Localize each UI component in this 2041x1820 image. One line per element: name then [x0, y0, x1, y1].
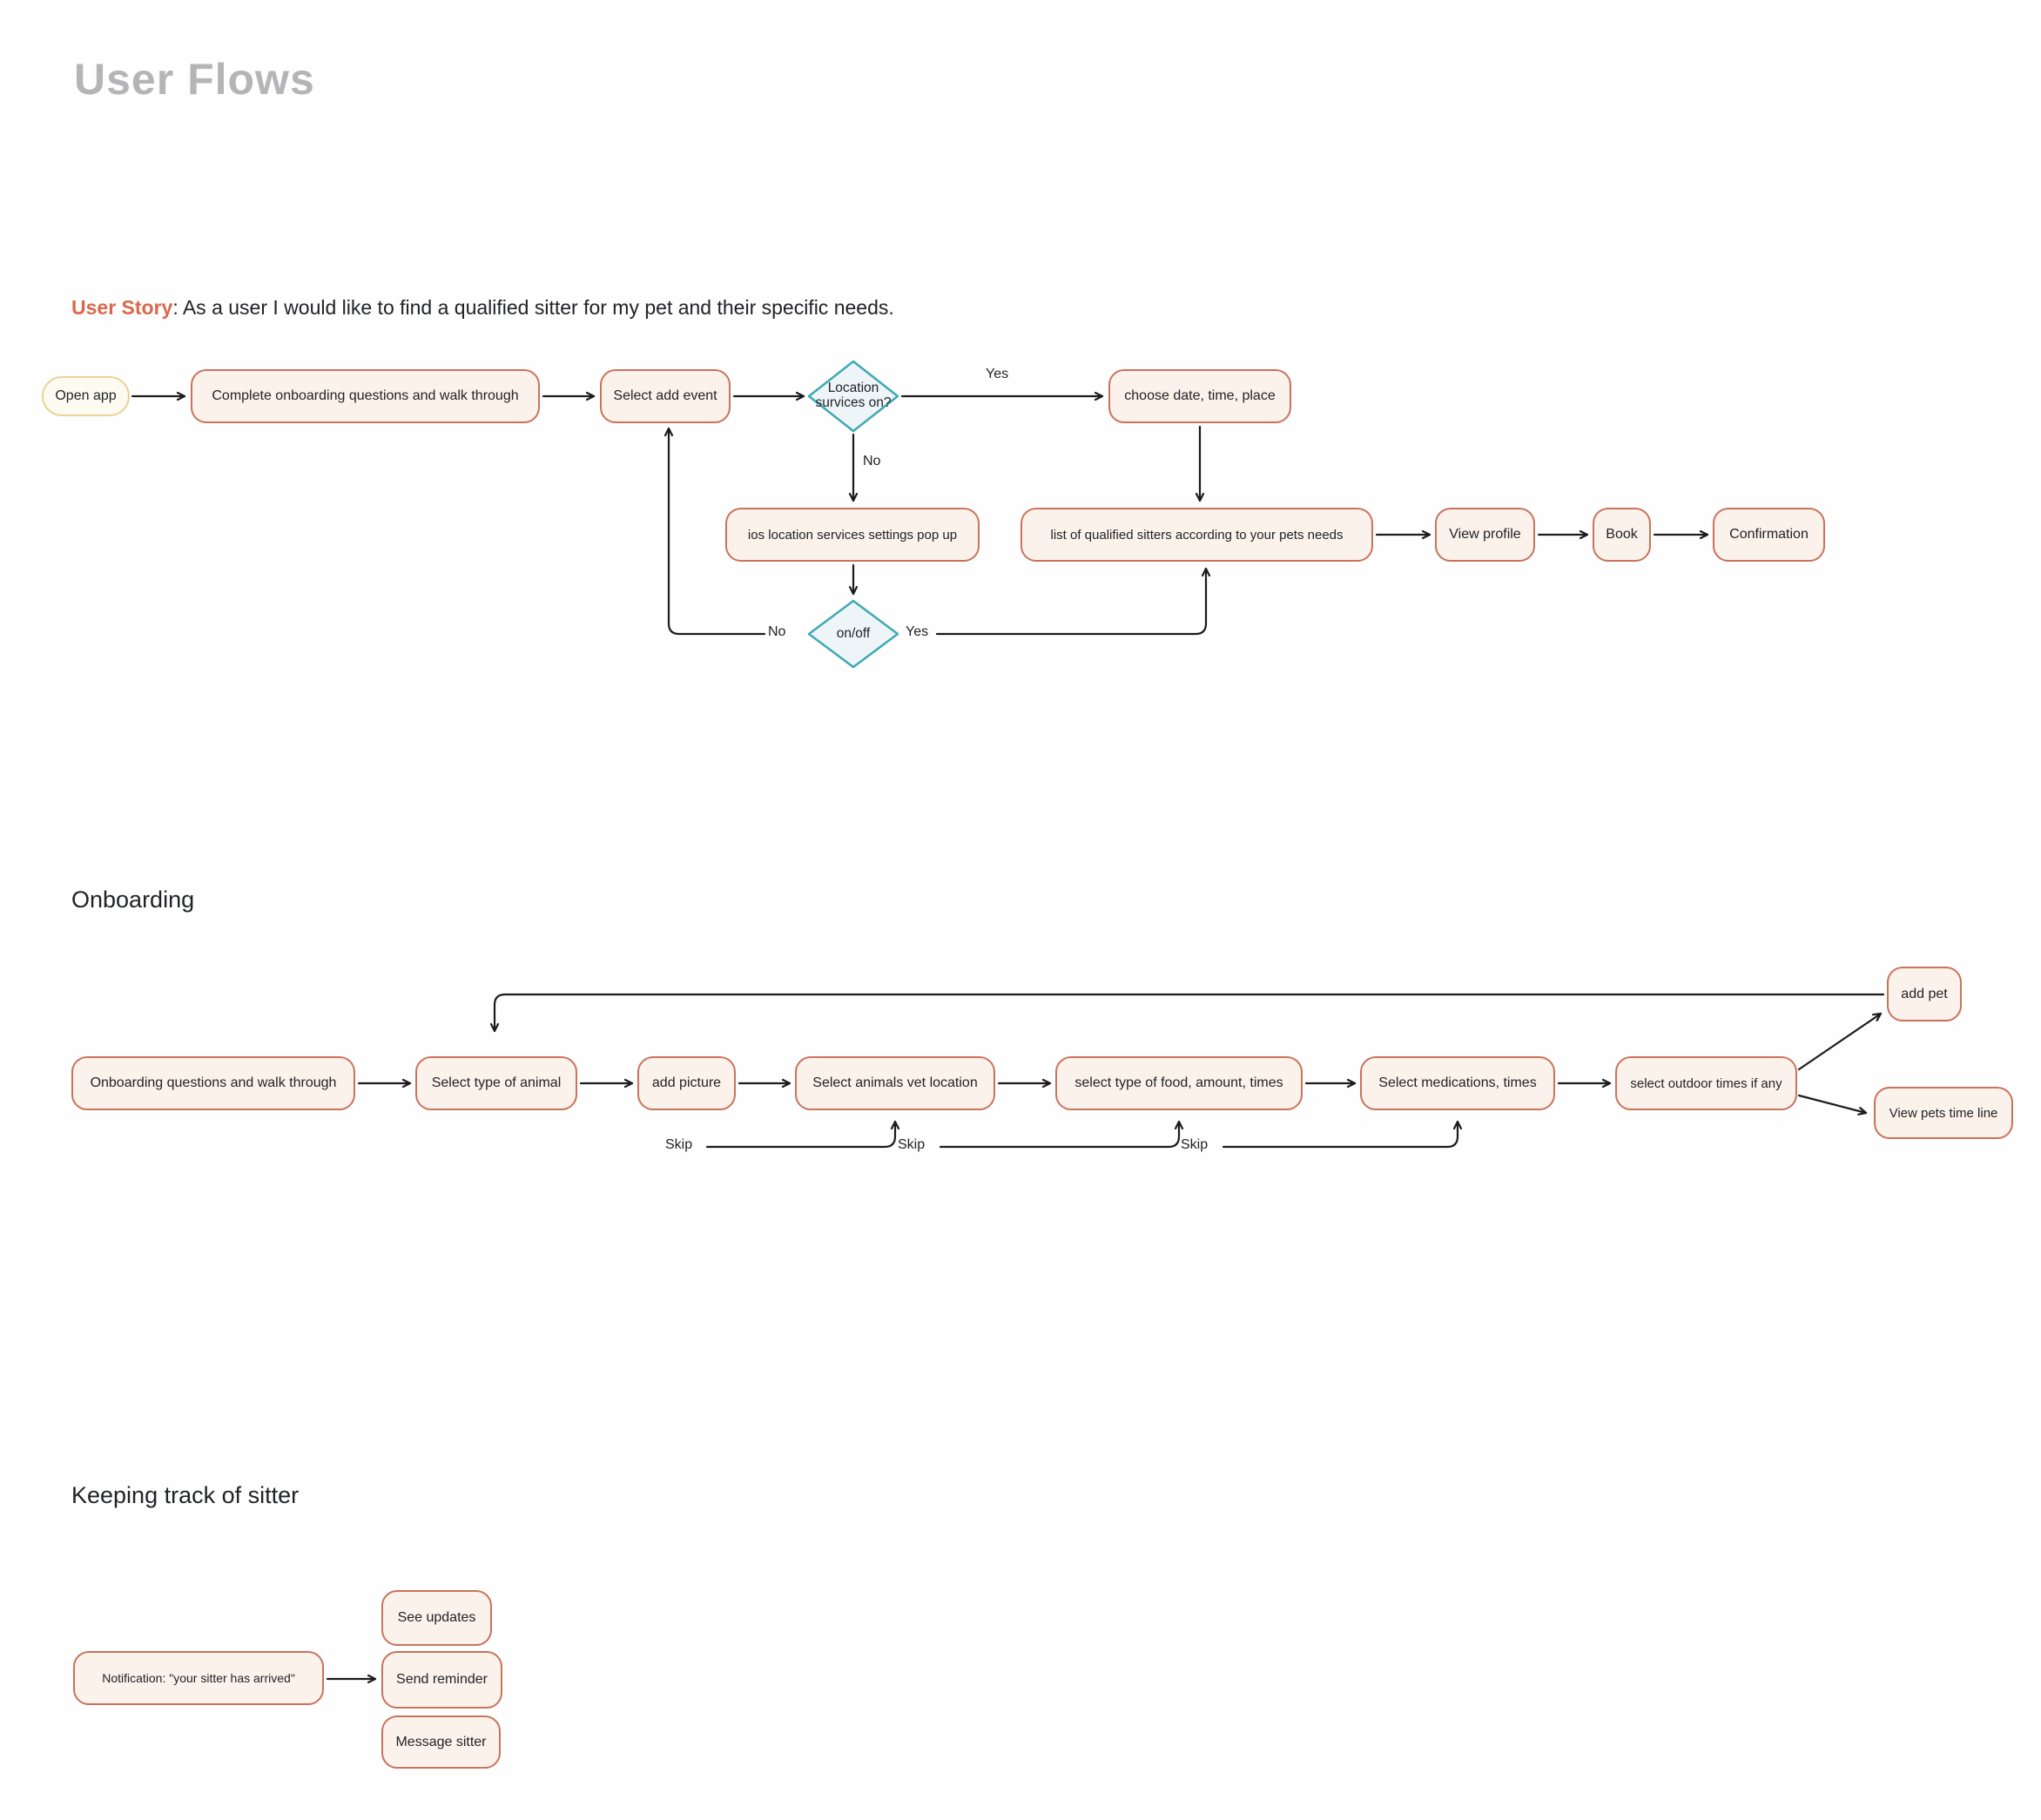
edge-outdoor-to-view-pets — [1797, 1094, 1868, 1116]
node-location-services-label: Location survices on? — [815, 381, 892, 411]
node-complete-onboarding: Complete onboarding questions and walk t… — [191, 369, 540, 423]
node-confirmation: Confirmation — [1713, 508, 1825, 562]
diamond-onoff — [807, 599, 899, 669]
edge-outdoor-to-add-pet — [1797, 1012, 1883, 1071]
edge-skip2-to-food — [939, 1120, 1184, 1149]
node-onoff-label: on/off — [836, 626, 871, 641]
user-story-line: User Story: As a user I would like to fi… — [71, 296, 894, 320]
node-select-add-event: Select add event — [600, 369, 731, 423]
edge-label-skip1: Skip — [665, 1137, 693, 1152]
node-ios-location-popup: ios location services settings pop up — [725, 508, 980, 562]
edge-onoff-yes-loop-to-list — [935, 567, 1211, 636]
node-select-vet-location: Select animals vet location — [795, 1056, 995, 1110]
node-select-outdoor-times: select outdoor times if any — [1615, 1056, 1797, 1110]
edge-label-skip2: Skip — [898, 1137, 926, 1152]
node-select-type-of-animal: Select type of animal — [415, 1056, 577, 1110]
page-title: User Flows — [74, 55, 315, 104]
edge-label-yes-top: Yes — [986, 367, 1009, 381]
edge-onoff-no-loop-to-select-add — [663, 427, 766, 636]
node-select-food: select type of food, amount, times — [1055, 1056, 1303, 1110]
node-view-profile: View profile — [1435, 508, 1535, 562]
node-onboarding-questions: Onboarding questions and walk through — [71, 1056, 355, 1110]
edge-label-yes-loop: Yes — [906, 624, 929, 639]
section-heading-onboarding: Onboarding — [71, 886, 195, 913]
node-choose-date-time-place: choose date, time, place — [1108, 369, 1291, 423]
edge-label-no-loop: No — [768, 624, 786, 639]
node-view-pets-timeline: View pets time line — [1874, 1087, 2013, 1139]
edge-skip1-to-vet — [705, 1120, 900, 1149]
user-story-label: User Story — [71, 296, 173, 319]
node-select-medications: Select medications, times — [1360, 1056, 1555, 1110]
node-notification-sitter-arrived: Notification: "your sitter has arrived" — [73, 1651, 324, 1705]
node-book: Book — [1593, 508, 1651, 562]
node-qualified-sitters-list: list of qualified sitters according to y… — [1020, 508, 1373, 562]
edge-label-skip3: Skip — [1181, 1137, 1209, 1152]
node-add-pet: add pet — [1887, 967, 1962, 1021]
edge-label-no-top: No — [863, 454, 881, 468]
edge-skip3-to-medications — [1222, 1120, 1463, 1149]
node-add-picture: add picture — [637, 1056, 736, 1110]
diamond-location-services — [807, 360, 899, 433]
user-story-text: : As a user I would like to find a quali… — [172, 296, 894, 319]
node-send-reminder: Send reminder — [381, 1651, 502, 1709]
edge-add-pet-loop-to-select-type — [489, 993, 1885, 1033]
node-message-sitter: Message sitter — [381, 1716, 501, 1769]
section-heading-tracking: Keeping track of sitter — [71, 1482, 300, 1508]
node-open-app: Open app — [42, 376, 130, 416]
node-see-updates: See updates — [381, 1590, 492, 1646]
